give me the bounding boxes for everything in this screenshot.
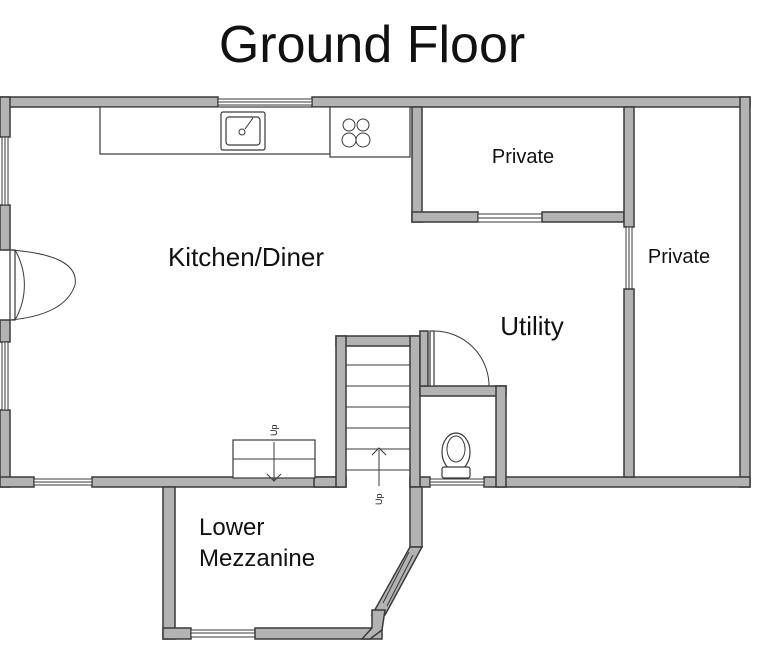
- step-up-label: Up: [269, 424, 279, 436]
- private-room-2-walls: [623, 106, 635, 478]
- room-label-lower-mezzanine-line2: Mezzanine: [199, 545, 315, 572]
- room-label-kitchen-diner: Kitchen/Diner: [168, 242, 324, 272]
- entrance-door: [0, 249, 76, 321]
- room-label-utility: Utility: [500, 311, 564, 341]
- mezzanine-step: [232, 439, 316, 482]
- windows: [1, 98, 485, 486]
- hob-icon: [329, 106, 411, 158]
- main-stair-up-label: Up: [374, 493, 384, 505]
- room-label-private-1: Private: [492, 146, 554, 168]
- room-label-private-2: Private: [648, 246, 710, 268]
- toilet-icon: [441, 432, 471, 479]
- mezzanine-walls: [162, 486, 424, 640]
- staircase: [335, 335, 421, 488]
- outer-walls: [0, 96, 751, 488]
- wc-walls: [419, 330, 507, 488]
- kitchen-counter: [99, 106, 411, 158]
- room-label-lower-mezzanine-line1: Lower: [199, 514, 264, 541]
- private-room-1-walls: [411, 106, 625, 223]
- plan-title: Ground Floor: [219, 16, 525, 74]
